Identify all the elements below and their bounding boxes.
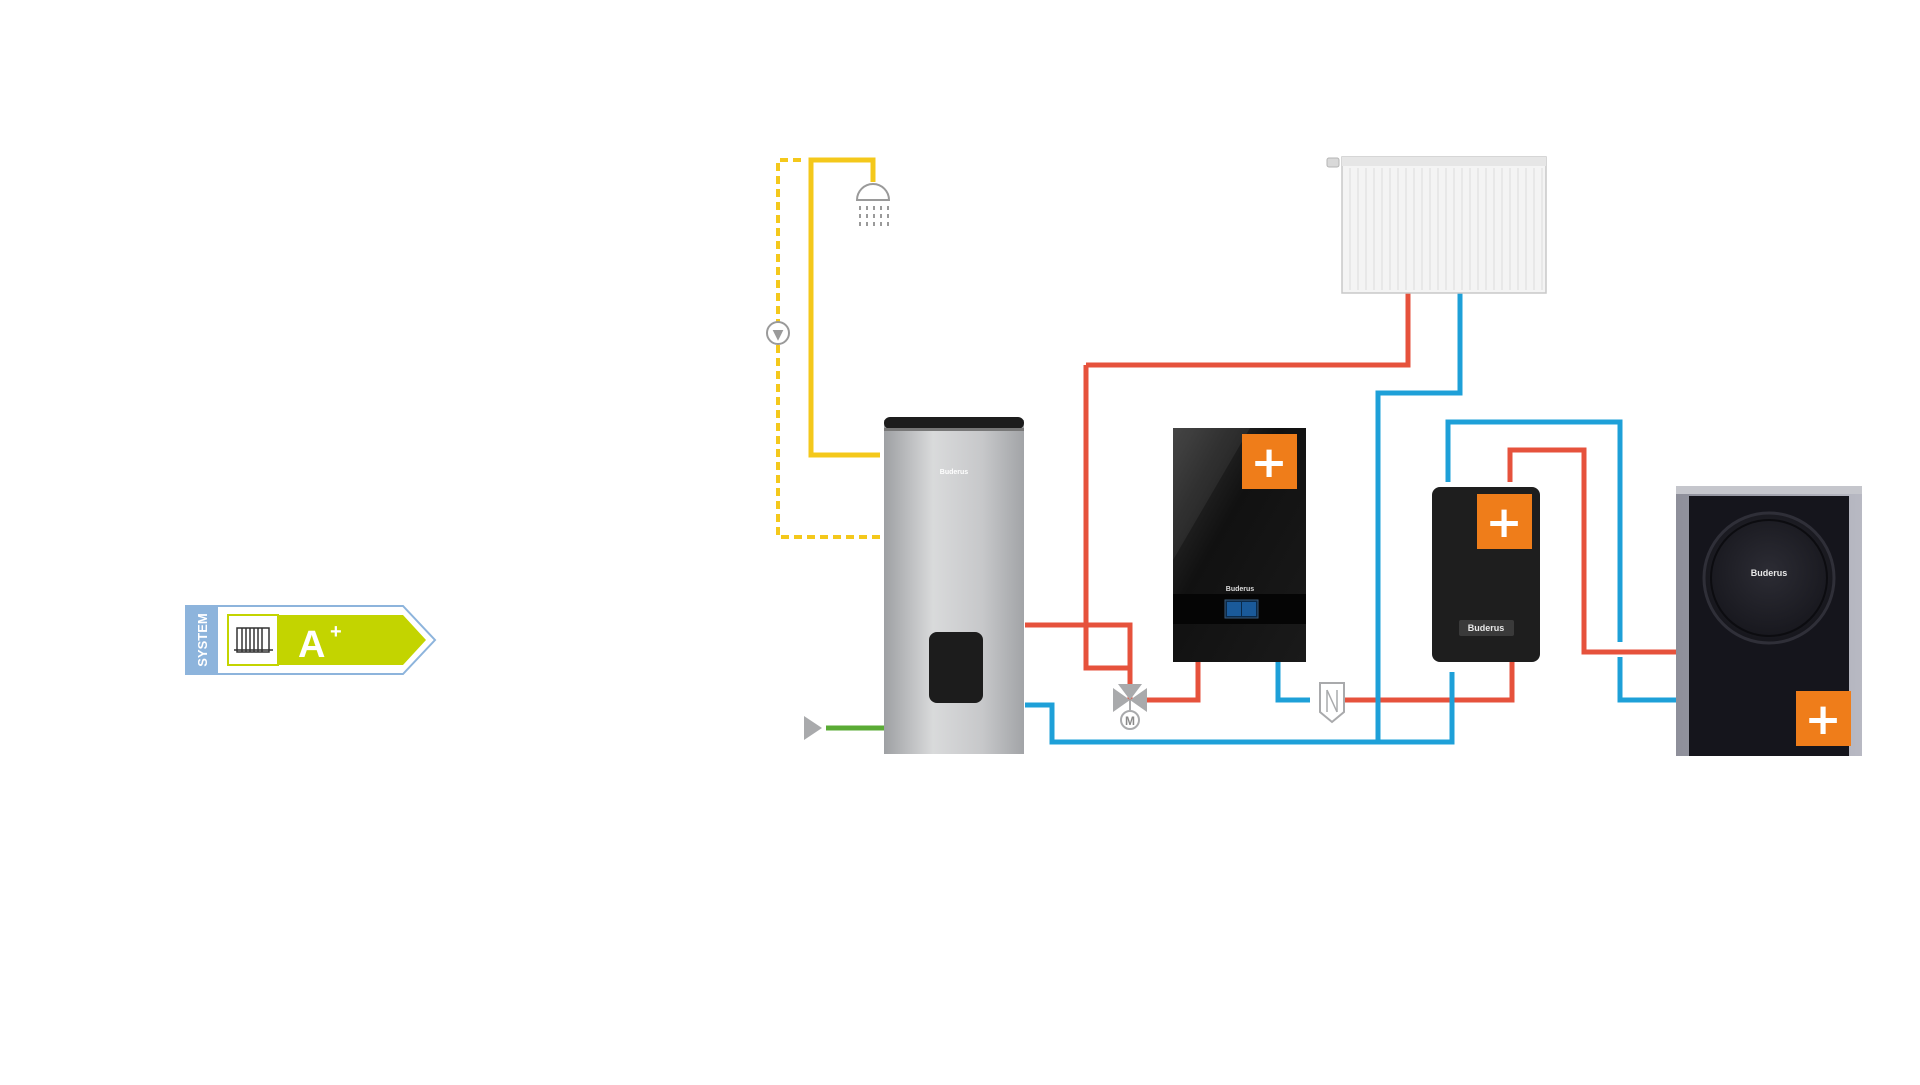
rating-arrow <box>278 615 426 665</box>
label-radiator-icon <box>234 627 273 653</box>
boiler-brand-logo: Buderus <box>1226 586 1255 593</box>
heat-pump-indoor-unit: Buderus + <box>1432 487 1540 662</box>
hydraulic-separator-icon <box>1319 682 1345 724</box>
heating-flow-pipes <box>1025 293 1676 703</box>
system-label-text: SYSTEM <box>195 613 210 666</box>
indoor-unit-brand-logo: Buderus <box>1468 623 1505 633</box>
rating-superscript: + <box>330 621 342 643</box>
tank-brand-logo: Buderus <box>940 469 969 476</box>
circulation-pump-icon: ▼ <box>766 321 790 345</box>
boiler-plus-icon: + <box>1242 434 1297 489</box>
cold-water-inlet-arrow-icon <box>804 716 822 740</box>
radiator-icon <box>1326 156 1547 294</box>
system-label-band <box>186 606 218 674</box>
outdoor-unit-brand-logo: Buderus <box>1751 568 1788 578</box>
outdoor-unit-plus-icon: + <box>1796 691 1851 746</box>
heating-return-pipes <box>1025 293 1676 745</box>
wall-hung-boiler: Buderus + <box>1173 428 1306 662</box>
motorized-3-way-valve-icon: M <box>1113 684 1147 730</box>
indoor-unit-plus-icon: + <box>1477 494 1532 549</box>
energy-efficiency-label: SYSTEM A + <box>185 605 437 675</box>
domestic-hot-water-line <box>776 157 880 539</box>
svg-text:+: + <box>1251 437 1288 488</box>
heat-pump-outdoor-unit: Buderus + <box>1676 486 1862 756</box>
tank-inspection-cover <box>929 632 983 703</box>
cold-water-inlet <box>804 716 884 740</box>
svg-text:+: + <box>1805 694 1842 745</box>
svg-text:+: + <box>1486 497 1523 548</box>
hot-water-storage-tank: Buderus <box>884 417 1024 754</box>
shower-icon <box>855 183 891 226</box>
valve-motor-label: M <box>1125 714 1135 728</box>
rating-letter: A <box>298 624 325 666</box>
pump-symbol: ▼ <box>773 327 784 343</box>
